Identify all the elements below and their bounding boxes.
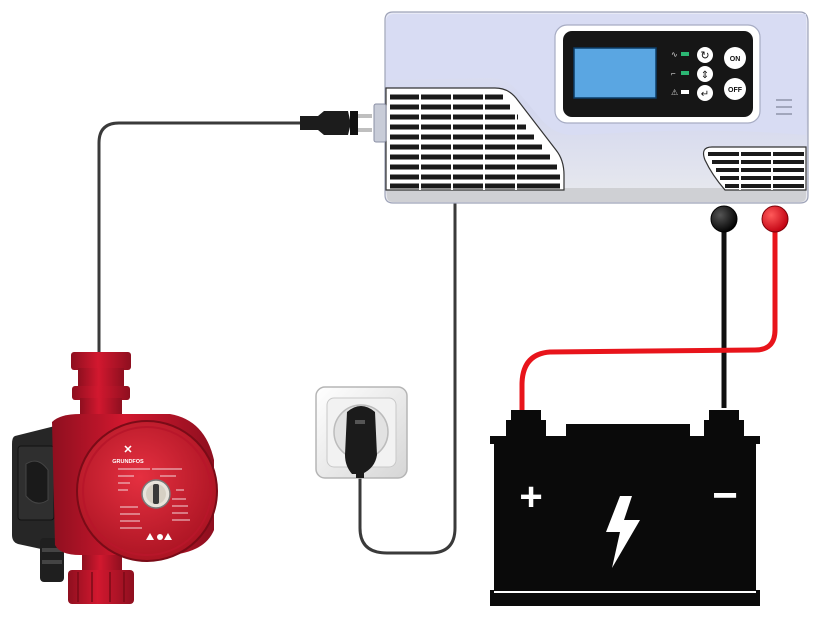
svg-text:✕: ✕ (123, 444, 132, 456)
inverter: ∿ ⌐ ⚠ ↻ ⇕ ↵ ON (384, 11, 809, 204)
pump-bottom-nut (68, 570, 134, 604)
speed-selector-knob[interactable] (141, 479, 171, 509)
lcd-display (573, 47, 657, 99)
inverter-side-grille (776, 99, 792, 115)
positive-battery-cable (519, 227, 778, 415)
refresh-icon: ↻ (700, 50, 709, 62)
inverter-to-socket-cable (358, 200, 457, 555)
battery-positive-symbol: + (519, 475, 542, 519)
battery-negative-symbol: − (712, 471, 738, 520)
pump-top-nut (71, 352, 131, 370)
inverter-left-vent (385, 87, 565, 191)
ac-plug (300, 103, 387, 143)
wall-socket (315, 386, 408, 479)
up-down-icon: ⇕ (701, 70, 709, 81)
pump-nameplate (118, 468, 190, 529)
wires (97, 121, 778, 555)
off-button-label: OFF (728, 87, 743, 94)
nav-buttons: ↻ ⇕ ↵ (697, 47, 713, 101)
enter-icon: ↵ (701, 89, 709, 100)
fault-warning-icon: ⚠ (671, 88, 678, 97)
ac-mode-icon: ∿ (671, 50, 678, 59)
battery: + − (490, 410, 760, 606)
battery-body (494, 443, 756, 593)
lightning-bolt-icon (606, 496, 640, 568)
dc-terminals (710, 205, 789, 233)
circulation-pump: ✕ GRUNDFOS (12, 352, 218, 604)
ac-led (681, 52, 689, 56)
grundfos-logo: ✕ GRUNDFOS (112, 444, 144, 465)
fault-led (681, 90, 689, 94)
battery-led (681, 71, 689, 75)
on-button-label: ON (730, 56, 741, 63)
on-button[interactable]: ON (724, 47, 746, 69)
battery-mode-icon: ⌐ (671, 69, 676, 78)
socket-plug (345, 406, 377, 478)
inverter-bottom-band (386, 188, 806, 202)
pump-brand-label: GRUNDFOS (112, 459, 144, 465)
status-indicators: ∿ ⌐ ⚠ (671, 50, 689, 97)
battery-negative-post (709, 410, 739, 422)
off-button[interactable]: OFF (724, 78, 746, 100)
pump-power-cable (97, 121, 300, 352)
enter-button[interactable]: ↵ (697, 85, 713, 101)
inverter-right-vent (702, 146, 807, 191)
battery-positive-post (511, 410, 541, 422)
pump-warning-icons (146, 533, 172, 540)
up-down-button[interactable]: ⇕ (697, 66, 713, 82)
refresh-button[interactable]: ↻ (697, 47, 713, 63)
positive-terminal (761, 205, 789, 233)
negative-terminal (710, 205, 738, 233)
